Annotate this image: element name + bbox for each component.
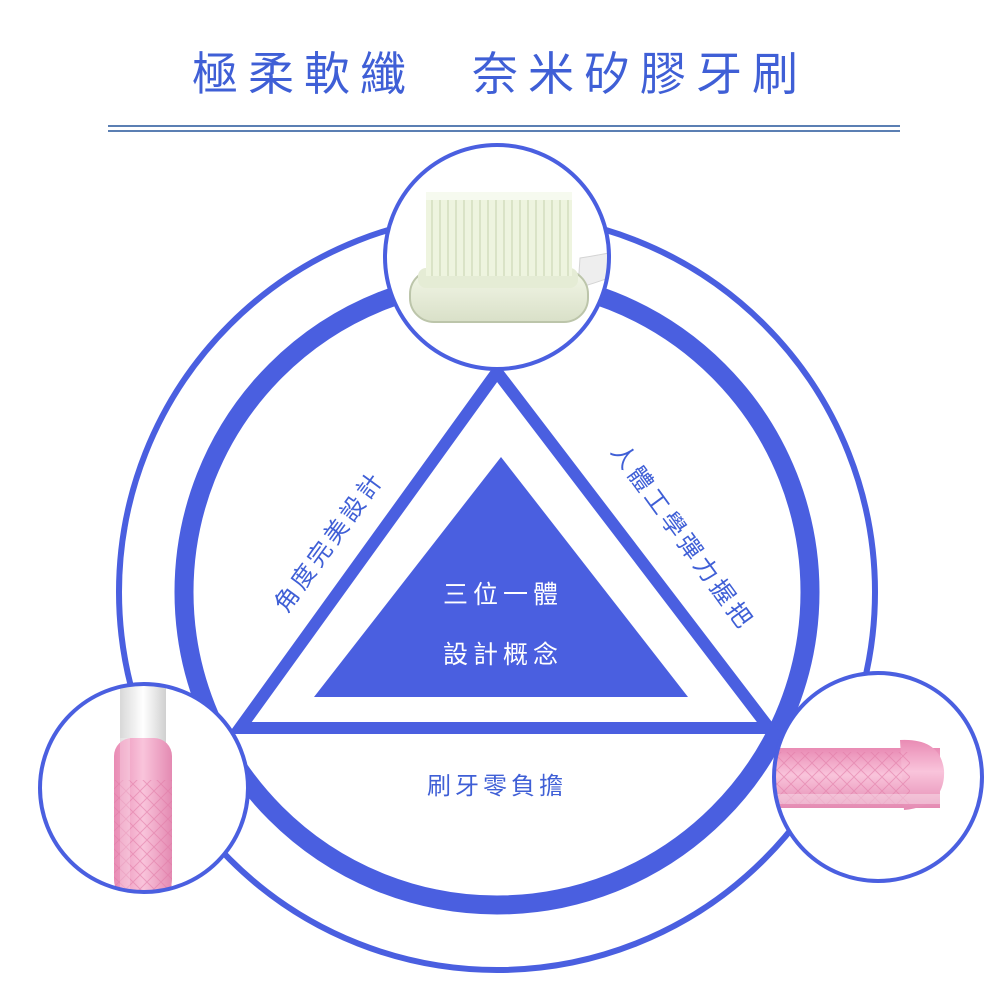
side-label-bottom: 刷牙零負擔: [427, 772, 567, 800]
center-label-line1: 三位一體: [443, 580, 563, 609]
center-triangle: [314, 457, 688, 697]
handle-grip-vertical-photo: [38, 682, 250, 894]
title-underline-bottom: [108, 130, 900, 132]
center-label-line2: 設計概念: [443, 640, 563, 669]
page-title: 極柔軟纖 奈米矽膠牙刷: [192, 47, 808, 101]
brush-head-photo: [383, 143, 611, 371]
handle-grip-horizontal-photo: [772, 671, 984, 883]
title-underline-top: [108, 125, 900, 127]
